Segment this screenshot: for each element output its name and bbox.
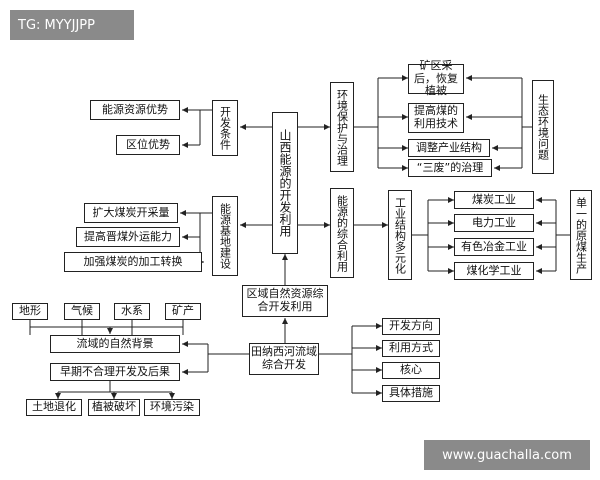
watermark-top-label: TG: MYYJJPP — [10, 10, 134, 40]
industry-item: 煤炭工业 — [454, 191, 534, 209]
env-item: “三废”的治理 — [408, 159, 492, 177]
diversification-label: 工业结构多元化 — [393, 196, 407, 274]
base-item: 提高晋煤外运能力 — [76, 227, 180, 247]
center-node: 山西能源的开发利用 — [272, 112, 298, 254]
env-item: 调整产业结构 — [408, 139, 490, 157]
industry-item: 煤化学工业 — [454, 262, 534, 280]
base-item: 加强煤炭的加工转换 — [64, 252, 202, 272]
industry-item: 有色冶金工业 — [454, 238, 534, 256]
measure-item: 核心 — [382, 362, 440, 379]
result-item: 环境污染 — [144, 399, 200, 416]
background-node: 流域的自然背景 — [50, 335, 180, 353]
ecology-label: 生态环境问题 — [536, 94, 550, 160]
factor-item: 矿产 — [165, 303, 201, 320]
factor-item: 地形 — [12, 303, 48, 320]
env-label: 环境保护与治理 — [335, 88, 349, 166]
condition-item: 能源资源优势 — [90, 100, 180, 120]
single-coal-label: 单一的原煤生产 — [574, 196, 588, 274]
single-coal-node: 单一的原煤生产 — [570, 190, 592, 280]
river-node: 田纳西河流域综合开发 — [249, 343, 319, 375]
env-item: 提高煤的利用技术 — [408, 103, 464, 133]
center-node-label: 山西能源的开发利用 — [278, 129, 292, 237]
base-node: 能源基地建设 — [212, 196, 238, 276]
measure-item: 具体措施 — [382, 385, 440, 402]
energy-use-node: 能源的综合利用 — [330, 188, 354, 278]
conditions-node: 开发条件 — [212, 100, 238, 156]
watermark-bottom-label: www.guachalla.com — [424, 440, 590, 470]
result-item: 植被破坏 — [88, 399, 140, 416]
conditions-label: 开发条件 — [218, 106, 232, 150]
early-node: 早期不合理开发及后果 — [50, 363, 180, 381]
regional-node: 区域自然资源综合开发利用 — [242, 285, 328, 317]
env-node: 环境保护与治理 — [330, 82, 354, 172]
base-label: 能源基地建设 — [218, 203, 232, 269]
ecology-node: 生态环境问题 — [532, 80, 554, 174]
measure-item: 开发方向 — [382, 318, 440, 335]
env-item: 矿区采后，恢复植被 — [408, 59, 464, 97]
condition-item: 区位优势 — [116, 135, 180, 155]
factor-item: 气候 — [64, 303, 100, 320]
factor-item: 水系 — [114, 303, 150, 320]
industry-item: 电力工业 — [454, 214, 534, 232]
base-item: 扩大煤炭开采量 — [84, 203, 178, 223]
measure-item: 利用方式 — [382, 340, 440, 357]
diversification-node: 工业结构多元化 — [388, 190, 412, 280]
result-item: 土地退化 — [26, 399, 82, 416]
energy-use-label: 能源的综合利用 — [335, 194, 349, 272]
